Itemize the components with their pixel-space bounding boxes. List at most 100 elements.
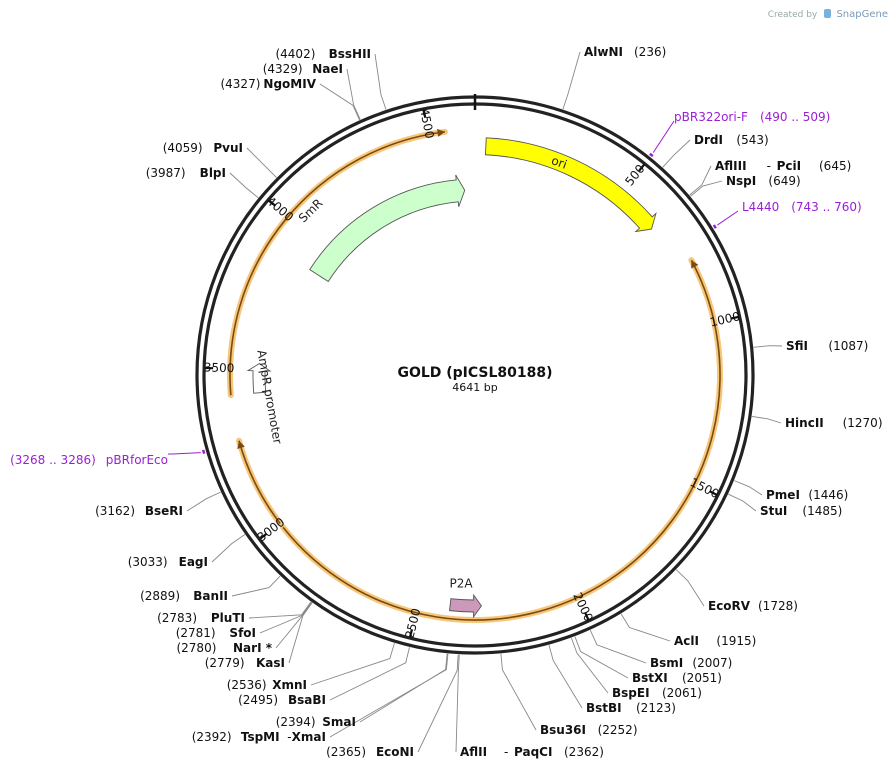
site-pcii-name[interactable]: PciI xyxy=(777,159,802,173)
site-bsabi-name[interactable]: BsaBI xyxy=(288,693,326,707)
site-econi-name[interactable]: EcoNI xyxy=(376,745,414,759)
site-smai-name[interactable]: SmaI xyxy=(322,715,356,729)
site-eagi-position: (3033) xyxy=(128,555,168,569)
primer-l4440-label[interactable]: L4440 (743 .. 760) xyxy=(742,200,862,214)
site-kasi-leader xyxy=(288,602,313,664)
feature-ori-label: ori xyxy=(549,153,568,171)
watermark-brand: SnapGene xyxy=(836,9,888,20)
site-naei-position: (4329) xyxy=(263,62,303,76)
orange-band-line-1 xyxy=(238,440,281,524)
site-bsabi-position: (2495) xyxy=(238,693,278,707)
site-pmei-name[interactable]: PmeI xyxy=(766,488,800,502)
site-blpi-name[interactable]: BlpI xyxy=(200,166,226,180)
feature-ampr-promoter-arrow[interactable] xyxy=(246,362,272,394)
site-pvui-name[interactable]: PvuI xyxy=(213,141,243,155)
primer-pbrforeco-leader xyxy=(168,452,201,455)
site-ngomiv-name[interactable]: NgoMIV xyxy=(263,77,316,91)
primer-pbrforeco-label[interactable]: (3268 .. 3286)pBRforEco xyxy=(10,453,168,467)
site-ecorv-position: (1728) xyxy=(758,599,798,613)
site-bsshii-name[interactable]: BssHII xyxy=(329,47,371,61)
tick-mark-4500 xyxy=(422,109,427,118)
site-bsu36i-position: (2252) xyxy=(598,723,638,737)
site-kasi-position: (2779) xyxy=(205,656,245,670)
tick-mark-500 xyxy=(638,163,645,172)
site-paqci-name[interactable]: PaqCI xyxy=(514,745,552,759)
site-banii-name[interactable]: BanII xyxy=(193,589,228,603)
tick-mark-2000 xyxy=(584,612,590,621)
site-stui-name[interactable]: StuI xyxy=(760,504,787,518)
site-nspi-name[interactable]: NspI xyxy=(726,174,756,188)
site-kasi-name[interactable]: KasI xyxy=(256,656,285,670)
site-banii-position: (2889) xyxy=(140,589,180,603)
primer-range: (490 .. 509) xyxy=(760,110,830,124)
site-aflii-name[interactable]: AflII xyxy=(460,745,487,759)
site-bspei-name[interactable]: BspEI xyxy=(612,686,650,700)
site-xmni-leader xyxy=(310,643,395,686)
site-bseri-name[interactable]: BseRI xyxy=(145,504,183,518)
site-sfoi-position: (2781) xyxy=(176,626,216,640)
site-smai-leader xyxy=(359,653,448,723)
primer-l4440-leader xyxy=(717,210,739,226)
site-nspi-leader xyxy=(690,180,723,197)
site-pluti-position: (2783) xyxy=(157,611,197,625)
site-afliii-name[interactable]: AflIII xyxy=(715,159,747,173)
site-ngomiv-leader xyxy=(319,83,360,121)
site-stui-leader xyxy=(728,493,757,512)
feature-ampr-promoter-label: AmpR promoter xyxy=(254,349,284,445)
site-blpi-leader xyxy=(229,172,259,199)
site-sfii-name[interactable]: SfiI xyxy=(786,339,808,353)
orange-band-0 xyxy=(280,257,723,624)
site-banii-leader xyxy=(231,575,281,597)
site-pmei-leader xyxy=(734,480,763,496)
site-tspmi-position: (2392) xyxy=(192,730,232,744)
site-ecorv-leader xyxy=(675,569,705,607)
tick-label-4500: 4500 xyxy=(417,107,437,140)
site-tspmi-separator: - xyxy=(287,730,291,744)
site-aflii-leader xyxy=(455,654,460,753)
feature-ori-arrow[interactable] xyxy=(484,137,657,233)
site-tspmi-name[interactable]: TspMI xyxy=(241,730,280,744)
site-naei-name[interactable]: NaeI xyxy=(312,62,343,76)
site-xmni-name[interactable]: XmnI xyxy=(272,678,307,692)
site-bstbi-name[interactable]: BstBI xyxy=(586,701,622,715)
primer-l4440-mark xyxy=(712,224,717,229)
site-naei-leader xyxy=(346,68,361,120)
site-bsabi-leader xyxy=(329,647,410,701)
site-bspei-position: (2061) xyxy=(662,686,702,700)
primer-name: pBRforEco xyxy=(106,453,168,467)
site-smai-position: (2394) xyxy=(276,715,316,729)
site-eagi-leader xyxy=(211,534,246,563)
site-acli-name[interactable]: AclI xyxy=(674,634,699,648)
site-econi-position: (2365) xyxy=(326,745,366,759)
primer-name: L4440 xyxy=(742,200,779,214)
site-bstbi-position: (2123) xyxy=(636,701,676,715)
site-pluti-name[interactable]: PluTI xyxy=(211,611,245,625)
primer-range: (743 .. 760) xyxy=(791,200,861,214)
site-sfii-leader xyxy=(753,345,783,348)
feature-smr-arrow[interactable] xyxy=(309,174,466,283)
site-bsmi-position: (2007) xyxy=(692,656,732,670)
site-nari-name[interactable]: NarI * xyxy=(233,641,273,655)
site-hincii-name[interactable]: HincII xyxy=(785,416,824,430)
site-bsshii-position: (4402) xyxy=(275,47,315,61)
plasmid-name: GOLD (pICSL80188) xyxy=(397,365,552,381)
primer-pbr322ori-f-label[interactable]: pBR322ori-F(490 .. 509) xyxy=(674,110,830,124)
site-alwni-name[interactable]: AlwNI xyxy=(584,45,623,59)
plasmid-length: 4641 bp xyxy=(452,381,497,394)
site-aflii-separator: - xyxy=(504,745,508,759)
tick-label-1500: 1500 xyxy=(688,475,722,501)
site-bstxi-name[interactable]: BstXI xyxy=(632,671,668,685)
feature-p2a-label: P2A xyxy=(449,577,473,591)
site-xmai-name[interactable]: XmaI xyxy=(292,730,326,744)
site-bsu36i-name[interactable]: Bsu36I xyxy=(540,723,586,737)
site-ecorv-name[interactable]: EcoRV xyxy=(708,599,751,613)
site-sfoi-name[interactable]: SfoI xyxy=(229,626,256,640)
site-eagi-name[interactable]: EagI xyxy=(179,555,208,569)
site-sfii-position: (1087) xyxy=(828,339,868,353)
site-drdi-name[interactable]: DrdI xyxy=(694,133,723,147)
site-bsmi-name[interactable]: BsmI xyxy=(650,656,683,670)
feature-p2a-arrow[interactable] xyxy=(449,593,482,619)
snapgene-logo-icon xyxy=(824,9,832,18)
site-pluti-leader xyxy=(248,601,312,619)
site-bstxi-position: (2051) xyxy=(682,671,722,685)
